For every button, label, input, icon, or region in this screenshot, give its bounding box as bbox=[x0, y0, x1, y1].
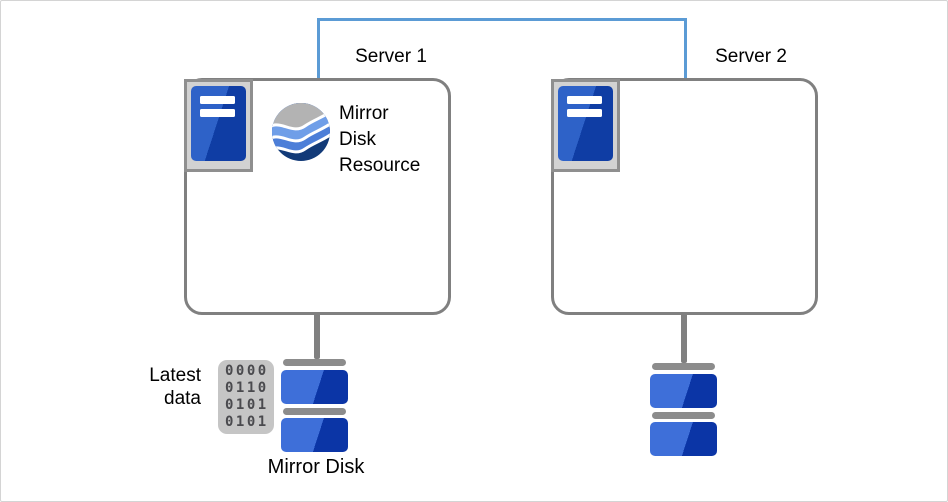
disk-bar-icon bbox=[283, 408, 346, 415]
server1-mirror-disk-icon bbox=[281, 359, 348, 452]
binary-row: 0101 bbox=[225, 397, 269, 413]
server1-label: Server 1 bbox=[355, 46, 427, 67]
disk-platter-icon bbox=[281, 418, 348, 452]
disk-bar-icon bbox=[652, 363, 715, 370]
server1-disk-connector bbox=[314, 312, 320, 359]
server1-icon bbox=[184, 79, 253, 172]
binary-row: 0101 bbox=[225, 414, 269, 430]
tower-slot-icon bbox=[200, 96, 235, 104]
network-link-drop-server2 bbox=[684, 18, 687, 78]
disk-platter-icon bbox=[281, 370, 348, 404]
server2-label: Server 2 bbox=[715, 46, 787, 67]
binary-row: 0000 bbox=[225, 363, 269, 379]
mirror-disk-resource-icon bbox=[272, 103, 330, 161]
latest-data-label: Latest data bbox=[149, 365, 201, 409]
disk-platter-icon bbox=[650, 374, 717, 408]
disk-bar-icon bbox=[283, 359, 346, 366]
mirror-disk-caption: Mirror Disk bbox=[267, 456, 365, 478]
tower-slot-icon bbox=[567, 96, 602, 104]
disk-bar-icon bbox=[652, 412, 715, 419]
server-tower-icon bbox=[191, 86, 246, 161]
server2-disk-connector bbox=[681, 312, 687, 363]
server2-mirror-disk-icon bbox=[650, 363, 717, 456]
network-link-drop-server1 bbox=[317, 18, 320, 78]
tower-slot-icon bbox=[200, 109, 235, 117]
server2-icon bbox=[551, 79, 620, 172]
network-link-horizontal bbox=[317, 18, 687, 21]
latest-data-binary-card: 0000 0110 0101 0101 bbox=[218, 360, 274, 434]
disk-platter-icon bbox=[650, 422, 717, 456]
mirror-disk-resource-label: Mirror Disk Resource bbox=[339, 103, 421, 176]
tower-slot-icon bbox=[567, 109, 602, 117]
server-tower-icon bbox=[558, 86, 613, 161]
binary-row: 0110 bbox=[225, 380, 269, 396]
